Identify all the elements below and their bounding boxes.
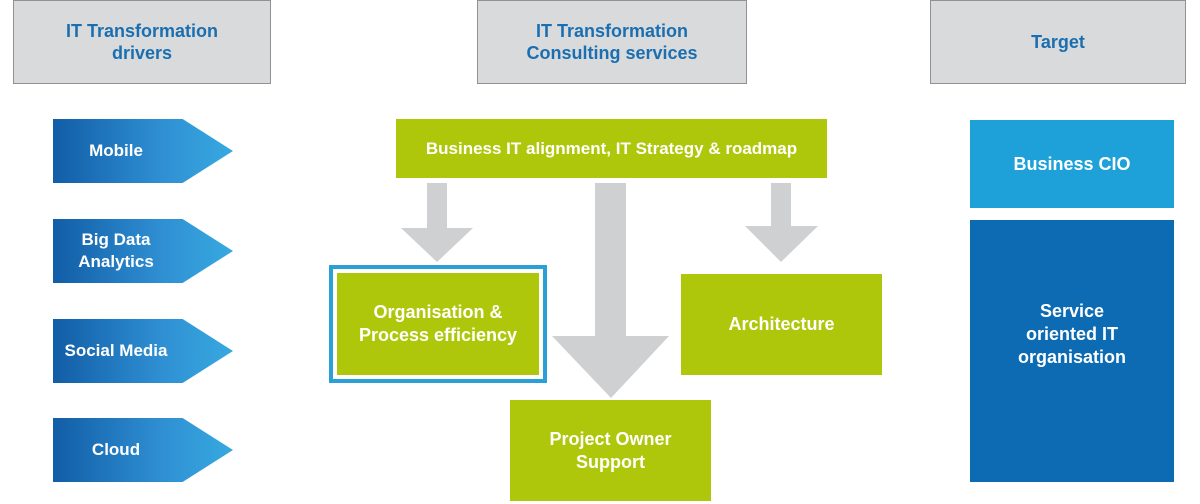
arrow-to-project-owner [552,183,669,398]
arrow-to-architecture [745,183,818,262]
driver-label: Social Media [64,341,168,360]
header-drivers-label: IT Transformation drivers [65,21,218,63]
driver-label: Big Data Analytics [78,230,154,271]
box-architecture-label: Architecture [728,314,835,334]
header-target-label: Target [1031,32,1085,52]
header-consulting: IT Transformation Consulting services [477,0,747,84]
box-project-owner-support-label: Project Owner Support [549,428,672,472]
header-target: Target [930,0,1186,84]
box-organisation-process: Organisation & Process efficiency [337,273,539,375]
box-business-it-alignment: Business IT alignment, IT Strategy & roa… [396,119,827,178]
header-consulting-label: IT Transformation Consulting services [526,21,698,63]
box-organisation-process-label: Organisation & Process efficiency [358,302,518,345]
box-business-cio-label: Business CIO [1013,153,1131,174]
box-business-it-alignment-label: Business IT alignment, IT Strategy & roa… [425,139,798,158]
box-service-oriented-it: Service oriented IT organisation [970,220,1174,482]
box-service-oriented-it-label: Service oriented IT organisation [1017,301,1126,367]
box-project-owner-support: Project Owner Support [510,400,711,501]
driver-label: Cloud [91,440,141,459]
box-business-cio: Business CIO [970,120,1174,208]
arrow-to-organisation [401,183,473,262]
box-architecture: Architecture [681,274,882,375]
header-drivers: IT Transformation drivers [13,0,271,84]
driver-label: Mobile [89,141,143,160]
